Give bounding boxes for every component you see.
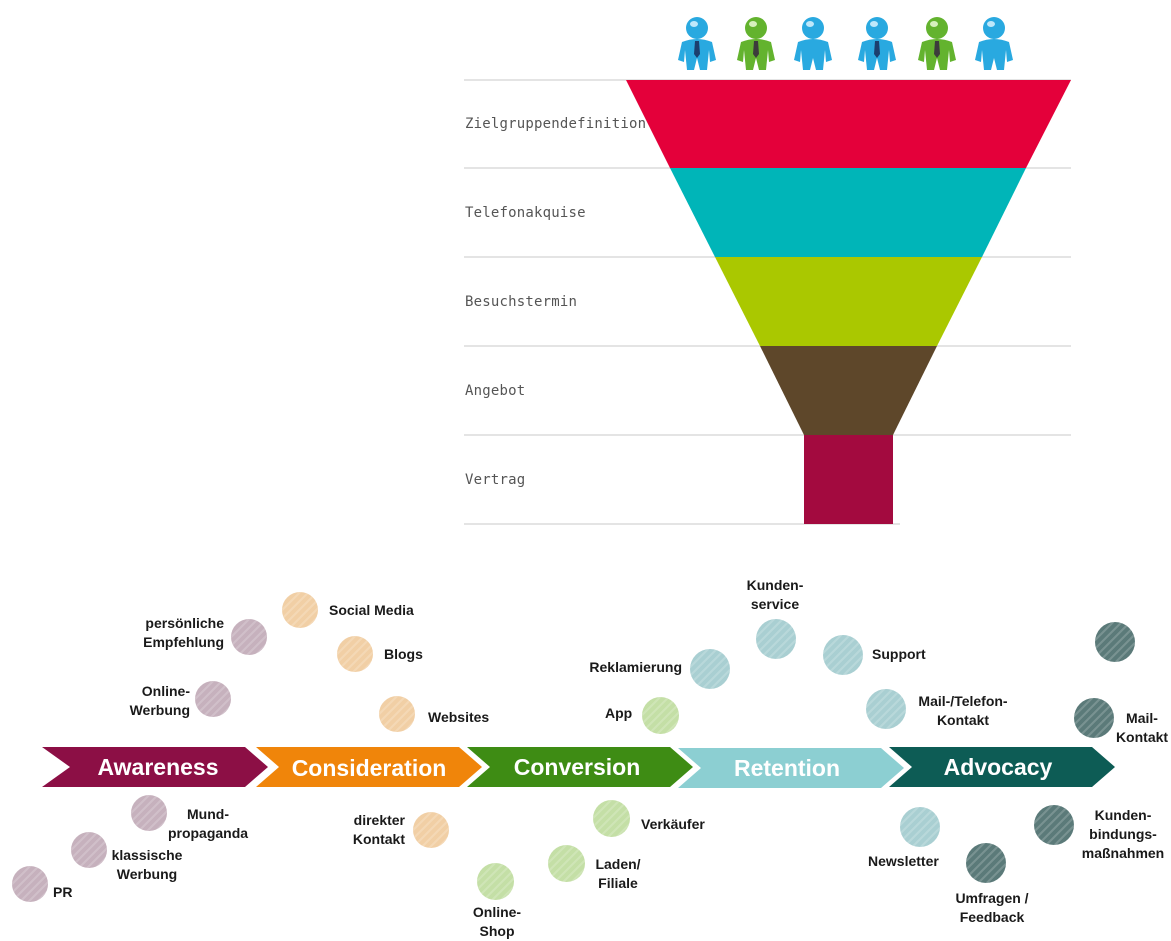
- touchpoint-dot: [823, 635, 863, 675]
- phase-label-awareness: Awareness: [97, 754, 218, 780]
- touchpoint-label: Online-Shop: [472, 904, 522, 939]
- touchpoint-label: Newsletter: [868, 853, 939, 869]
- phase-label-advocacy: Advocacy: [944, 754, 1053, 780]
- touchpoint-dot: [1034, 805, 1074, 845]
- touchpoint-label: Mail-Kontakt: [1115, 710, 1169, 745]
- touchpoint-dot: [756, 619, 796, 659]
- person-icon: [858, 17, 896, 70]
- touchpoint-dot: [379, 696, 415, 732]
- funnel-segment-besuchstermin: [715, 257, 982, 346]
- touchpoint-dot: [690, 649, 730, 689]
- touchpoint-label: App: [605, 705, 633, 721]
- phase-chevron-retention: [678, 748, 904, 788]
- phase-label-conversion: Conversion: [514, 754, 641, 780]
- touchpoint-dot: [131, 795, 167, 831]
- funnel-segment-telefonakquise: [670, 168, 1026, 257]
- journey-phase-bar: Awareness Consideration Conversion Reten…: [42, 747, 1115, 788]
- touchpoint-label: Mund-propaganda: [167, 806, 249, 841]
- touchpoint-dot: [1095, 622, 1135, 662]
- person-icon: [975, 17, 1013, 70]
- touchpoint-dot: [900, 807, 940, 847]
- touchpoint-label: Verkäufer: [641, 816, 705, 832]
- phase-chevron-conversion: [467, 747, 693, 787]
- phase-chevron-advocacy: [889, 747, 1115, 787]
- funnel-stage-label: Besuchstermin: [465, 294, 578, 310]
- touchpoint-label: Kunden-service: [746, 577, 804, 612]
- phase-label-consideration: Consideration: [292, 755, 447, 781]
- funnel-stage-label: Telefonakquise: [465, 205, 586, 221]
- touchpoint-dot: [337, 636, 373, 672]
- person-icon: [794, 17, 832, 70]
- touchpoint-dot: [866, 689, 906, 729]
- touchpoint-dot: [231, 619, 267, 655]
- touchpoint-label: Support: [872, 646, 926, 662]
- touchpoint-dot: [593, 800, 630, 837]
- touchpoint-label: Kunden-bindungs-maßnahmen: [1081, 807, 1165, 861]
- person-icon: [918, 17, 956, 70]
- touchpoint-label: Reklamierung: [589, 659, 682, 675]
- touchpoint-dot: [477, 863, 514, 900]
- phase-label-retention: Retention: [734, 755, 840, 781]
- touchpoint-dot: [1074, 698, 1114, 738]
- touchpoint-dot: [966, 843, 1006, 883]
- touchpoint-dot: [413, 812, 449, 848]
- funnel-stage-label: Zielgruppendefinition: [465, 116, 647, 132]
- phase-chevron-consideration: [256, 747, 482, 787]
- phase-chevron-awareness: [42, 747, 268, 787]
- touchpoint-dot: [12, 866, 48, 902]
- person-icon: [737, 17, 775, 70]
- touchpoint-label: Mail-/Telefon-Kontakt: [918, 693, 1008, 728]
- touchpoint-label: Websites: [428, 709, 490, 725]
- touchpoint-label: PR: [53, 884, 73, 900]
- funnel-stage-label: Angebot: [465, 383, 526, 399]
- touchpoint-label: Blogs: [384, 646, 423, 662]
- person-icon: [678, 17, 716, 70]
- touchpoint-dot: [642, 697, 679, 734]
- touchpoint-label: Social Media: [329, 602, 414, 618]
- funnel-stage-label: Vertrag: [465, 472, 526, 488]
- touchpoint-label: Umfragen /Feedback: [955, 890, 1029, 925]
- funnel-segment-vertrag: [804, 435, 893, 524]
- touchpoint-dot: [282, 592, 318, 628]
- touchpoint-label: Laden/Filiale: [595, 856, 641, 891]
- funnel-segment-angebot: [760, 346, 937, 435]
- sales-funnel: [464, 79, 1071, 525]
- funnel-segment-zielgruppendefinition: [626, 80, 1071, 168]
- touchpoint-label: Online-Werbung: [129, 683, 190, 718]
- touchpoint-dot: [71, 832, 107, 868]
- touchpoint-dot: [195, 681, 231, 717]
- touchpoint-dot: [548, 845, 585, 882]
- people-row: [678, 17, 1013, 70]
